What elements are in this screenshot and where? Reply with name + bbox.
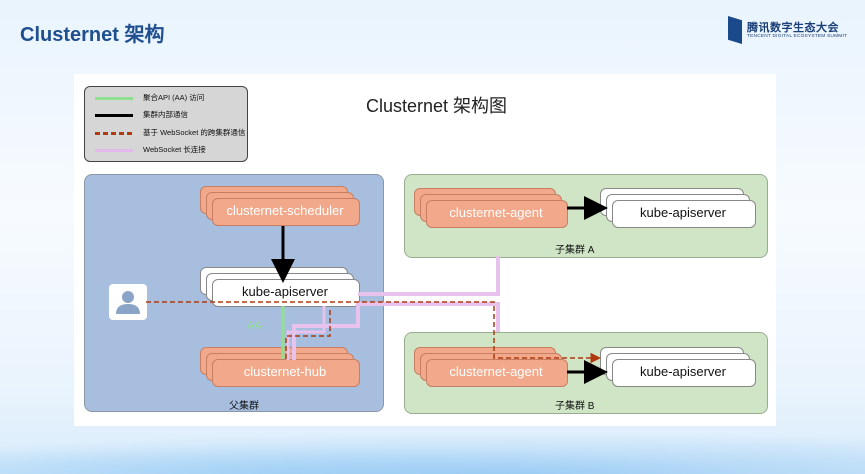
websocket-link-a	[358, 256, 500, 296]
parent-apiserver-label: kube-apiserver	[242, 284, 328, 299]
legend-label: WebSocket 长连接	[143, 145, 206, 154]
brand-logo: 腾讯数字生态大会 TENCENT DIGITAL ECOSYSTEM SUMMI…	[728, 16, 848, 46]
parent-cluster-label: 父集群	[229, 401, 259, 412]
slide-title: Clusternet 架构	[20, 24, 165, 46]
legend-swatch	[95, 132, 133, 135]
legend-item-aa: 聚合API (AA) 访问	[95, 92, 245, 104]
hub-websocket-line	[285, 310, 331, 362]
cross-cluster-websocket-line	[146, 301, 601, 364]
legend-swatch	[95, 97, 133, 100]
child-a-agent-label: clusternet-agent	[449, 205, 543, 220]
user-node	[109, 284, 147, 320]
child-b-apiserver-label: kube-apiserver	[640, 364, 726, 379]
child-b-agent-label: clusternet-agent	[449, 364, 543, 379]
child-cluster-a-label: 子集群 A	[555, 245, 595, 256]
legend-item-websocket-long: WebSocket 长连接	[95, 144, 245, 156]
brand-name: 腾讯数字生态大会	[747, 22, 839, 34]
legend-label: 聚合API (AA) 访问	[143, 93, 205, 102]
legend-swatch	[95, 114, 133, 117]
websocket-link-hub	[286, 306, 326, 360]
legend: 聚合API (AA) 访问 集群内部通信 基于 WebSocket 的跨集群通信…	[84, 86, 248, 162]
legend-item-internal: 集群内部通信	[95, 109, 245, 121]
scheduler-label: clusternet-scheduler	[226, 203, 344, 218]
brand-subtitle: TENCENT DIGITAL ECOSYSTEM SUMMIT	[747, 34, 848, 39]
aa-label: AA	[247, 320, 262, 332]
legend-label: 基于 WebSocket 的跨集群通信	[143, 128, 246, 137]
legend-swatch	[95, 149, 133, 152]
brand-logo-icon	[728, 16, 742, 44]
diagram-title: Clusternet 架构图	[366, 96, 508, 116]
child-cluster-b-label: 子集群 B	[555, 401, 595, 412]
legend-label: 集群内部通信	[143, 110, 188, 119]
child-a-apiserver-label: kube-apiserver	[640, 205, 726, 220]
connection-lines	[146, 196, 608, 384]
hub-label: clusternet-hub	[243, 364, 327, 379]
legend-item-websocket-cross: 基于 WebSocket 的跨集群通信	[95, 127, 245, 139]
diagram-canvas: Clusternet 架构图 聚合API (AA) 访问 集群内部通信 基于 W…	[74, 74, 776, 426]
user-icon	[116, 291, 140, 314]
